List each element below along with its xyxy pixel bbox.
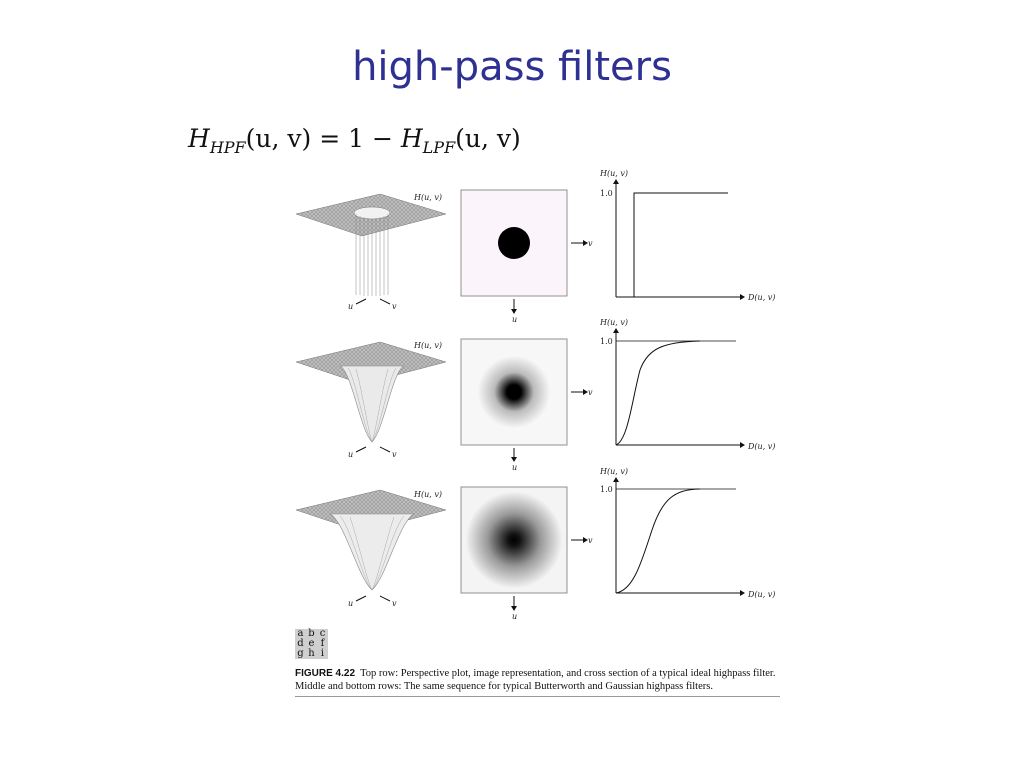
panel-letter: g (295, 649, 306, 659)
panel-letter-key: a b c d e f g h i (295, 629, 328, 659)
cross-h-label-2: H(u, v) (599, 318, 628, 327)
caption-text: Top row: Perspective plot, image represe… (295, 668, 776, 692)
hpf-formula: HHPF(u, v) = 1 − HLPF(u, v) (188, 124, 521, 157)
cross-h-label-1: H(u, v) (599, 169, 628, 178)
perspective-u-label: u (348, 302, 353, 311)
panel-letter: d (295, 639, 306, 649)
row-butterworth: H(u, v) u v v u H(u, v) 1.0 D(u, v) (295, 318, 775, 472)
cross-h-label-3: H(u, v) (599, 467, 628, 476)
cross-d-label-3: D(u, v) (747, 590, 775, 599)
slide-title: high-pass filters (352, 44, 672, 90)
perspective-h-label-3: H(u, v) (413, 490, 442, 499)
panel-letter: f (317, 639, 328, 649)
panel-letter: i (317, 649, 328, 659)
perspective-plot-butterworth: H(u, v) u v (295, 341, 447, 459)
perspective-v-label-2: v (392, 450, 397, 459)
formula-rhs-args: (u, v) (455, 124, 521, 153)
panel-letter: e (306, 639, 317, 649)
cross-section-butterworth: H(u, v) 1.0 D(u, v) (599, 318, 775, 451)
image-v-label-3: v (588, 536, 593, 545)
formula-equals: = 1 − (311, 124, 401, 153)
formula-lhs-symbol: H (188, 124, 210, 153)
perspective-h-label-2: H(u, v) (413, 341, 442, 350)
image-u-label-1: u (512, 315, 517, 324)
perspective-u-label-3: u (348, 599, 353, 608)
perspective-v-label-3: v (392, 599, 397, 608)
image-u-label-2: u (512, 463, 517, 472)
formula-rhs-sub: LPF (422, 138, 456, 157)
figure-caption: FIGURE 4.22 Top row: Perspective plot, i… (295, 667, 780, 697)
panel-letter: a (295, 629, 306, 639)
perspective-plot-gaussian: H(u, v) u v (295, 489, 447, 608)
image-v-label-2: v (588, 388, 593, 397)
panel-letter: h (306, 649, 317, 659)
perspective-plot-ideal: H(u, v) u v (295, 193, 447, 311)
formula-lhs-sub: HPF (209, 138, 246, 157)
image-gaussian: v u (460, 486, 593, 621)
cross-section-gaussian: H(u, v) 1.0 D(u, v) (599, 467, 775, 599)
row-gaussian: H(u, v) u v v u H(u, v) 1.0 D(u, v) (295, 467, 775, 621)
image-u-label-3: u (512, 612, 517, 621)
perspective-v-label: v (392, 302, 397, 311)
cross-one-label-3: 1.0 (600, 485, 613, 494)
image-ideal: v u (460, 189, 593, 324)
panel-letter: c (317, 629, 328, 639)
cross-section-ideal: H(u, v) 1.0 D(u, v) (599, 169, 775, 302)
image-v-label-1: v (588, 239, 593, 248)
row-ideal: H(u, v) u v v u H(u, v) 1.0 D(u, v) (295, 169, 775, 324)
panel-letter: b (306, 629, 317, 639)
cross-one-label-1: 1.0 (600, 189, 613, 198)
formula-lhs-args: (u, v) (245, 124, 312, 153)
perspective-h-label: H(u, v) (413, 193, 442, 202)
formula-rhs-symbol: H (400, 124, 423, 153)
perspective-u-label-2: u (348, 450, 353, 459)
cross-d-label-1: D(u, v) (747, 293, 775, 302)
cross-one-label-2: 1.0 (600, 337, 613, 346)
image-butterworth: v u (460, 338, 593, 472)
cross-d-label-2: D(u, v) (747, 442, 775, 451)
caption-label: FIGURE 4.22 (295, 668, 356, 679)
